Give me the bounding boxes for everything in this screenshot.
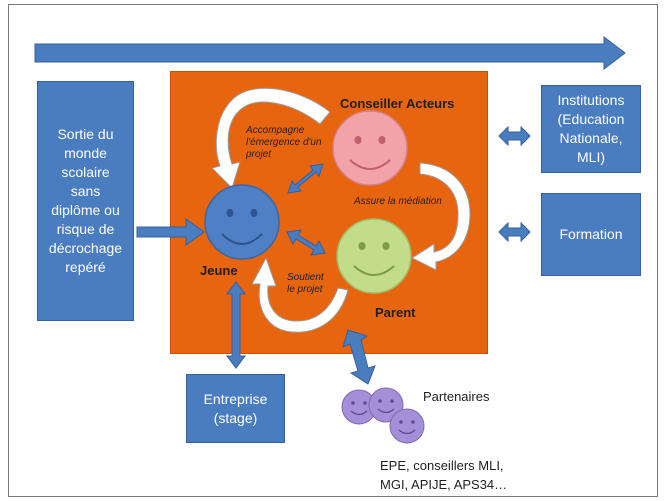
formation-text: Formation [559,226,623,242]
entry-arrow [136,218,205,246]
accompagne-annotation: Accompagne l'émergence d'un projet [246,125,322,160]
partenaires-list: EPE, conseillers MLI, MGI, APIJE, APS34… [380,458,508,492]
jeune-parent-arrow [286,229,326,256]
partenaires-title: Partenaires [423,389,490,404]
parent-label: Parent [375,305,416,320]
institutions-box: Institutions (Education Nationale, MLI) [541,85,641,173]
timeline-arrow [34,35,626,71]
partenaires-faces [341,387,425,444]
left-box-text: Sortie du monde scolaire sans diplôme ou… [48,126,123,275]
formation-double-arrow [498,221,531,243]
conseiller-label: Conseiller Acteurs [340,96,455,111]
institutions-text: Institutions (Education Nationale, MLI) [557,92,625,165]
curve-arrow-mediation [410,162,471,271]
curve-arrow-accompagne [211,87,331,189]
left-box-school-exit: Sortie du monde scolaire sans diplôme ou… [37,81,134,321]
jeune-label: Jeune [200,263,238,278]
institutions-double-arrow [498,125,531,147]
curve-arrow-soutient [251,256,349,333]
entreprise-text: Entreprise (stage) [203,390,268,426]
soutient-annotation: Soutient le projet [287,272,324,295]
entreprise-double-arrow [226,281,246,369]
jeune-conseiller-arrow [287,163,324,194]
partenaires-double-arrow [342,329,376,385]
jeune-face [204,184,280,260]
mediation-annotation: Assure la médiation [354,196,442,207]
conseiller-face [332,110,408,186]
formation-box: Formation [541,193,641,276]
entreprise-box: Entreprise (stage) [186,374,285,443]
frame-border [8,4,658,497]
parent-face [336,218,412,294]
